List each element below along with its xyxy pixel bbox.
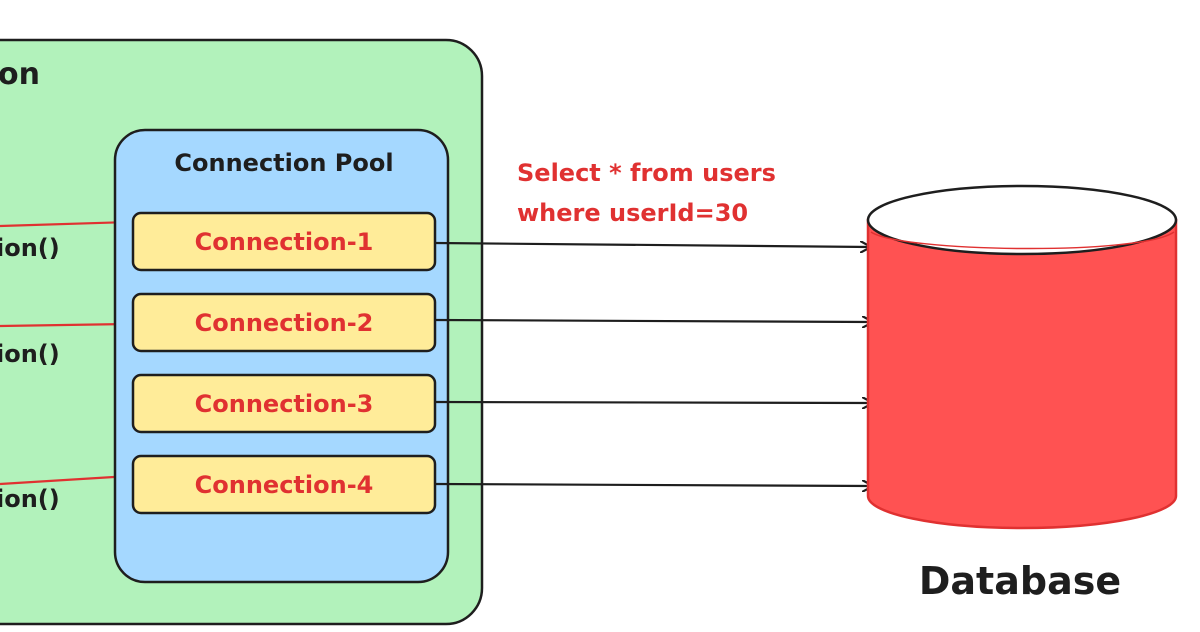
database-top [866,184,1178,256]
connection-box [131,211,437,272]
get-connection-call-1: ion() [0,234,60,262]
sql-query-line-2: where userId=30 [517,199,748,227]
connection-label: Connection-1 [195,228,374,256]
connection-4: Connection-4 [131,454,437,515]
database-label: Database [919,559,1121,603]
request-arrow-3 [0,476,130,486]
connection-pool-title: Connection Pool [174,149,393,177]
connection-3: Connection-3 [131,373,437,434]
connection-pool: Connection Pool Connection-1 Connection-… [113,128,450,584]
database-sketch-edge [870,231,1175,250]
get-connection-call-3: ion() [0,485,60,513]
database-cylinder [866,184,1178,530]
connection-label: Connection-3 [195,390,374,418]
connection-2: Connection-2 [131,292,437,353]
db-arrow-3 [435,402,872,403]
sql-query-line-1: Select * from users [517,159,776,187]
request-arrow-2 [0,324,130,326]
database-body [866,218,1178,530]
connection-1: Connection-1 [131,211,437,272]
db-arrow-4 [435,484,872,486]
connection-box [131,454,437,515]
connection-label: Connection-4 [195,471,374,499]
db-arrow-1 [435,243,870,247]
connection-box [131,373,437,434]
db-arrow-2 [435,320,872,322]
application-title: on [0,57,40,92]
request-arrow-1 [0,222,130,226]
connection-label: Connection-2 [195,309,374,337]
connection-box [131,292,437,353]
get-connection-call-2: ion() [0,340,60,368]
